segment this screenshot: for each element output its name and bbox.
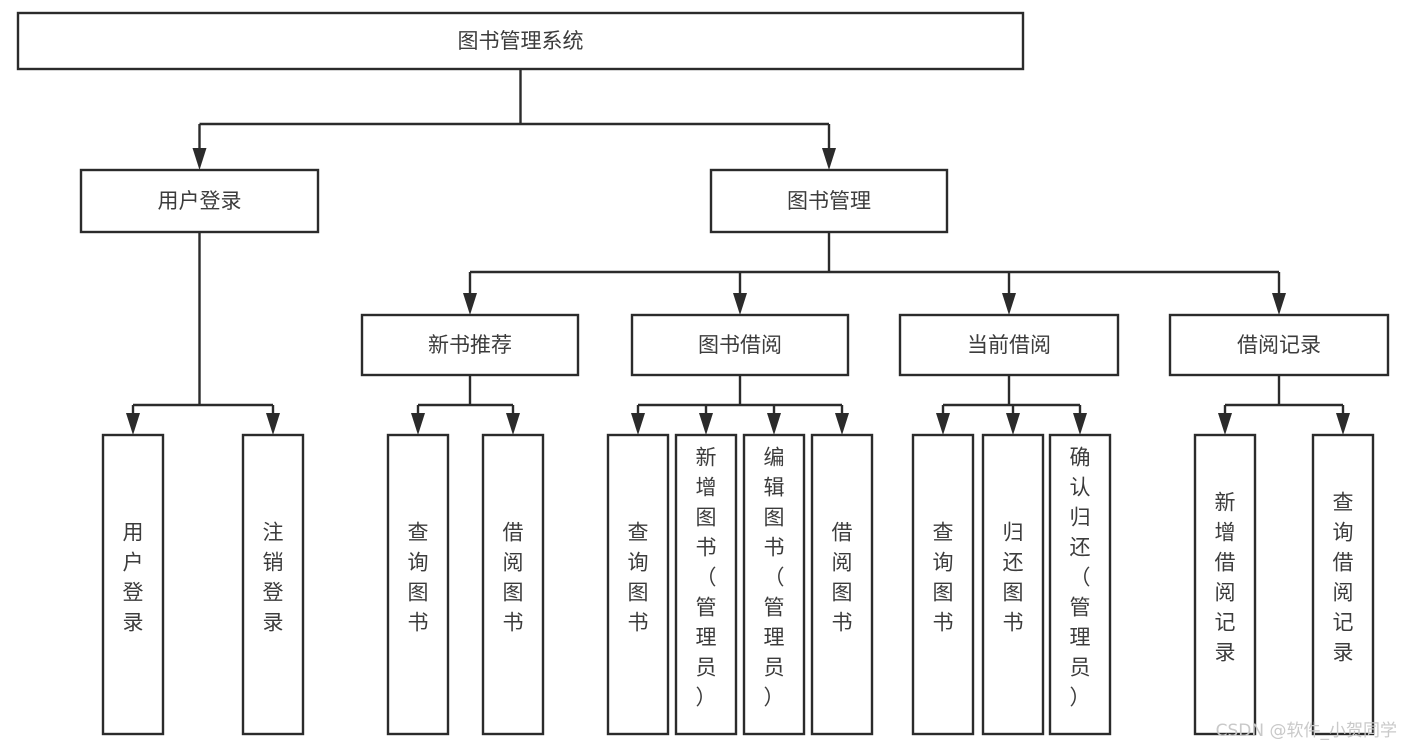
node-新增图书管理员-box[interactable]: [674, 433, 738, 736]
arrow-head-icon: [1073, 413, 1087, 435]
arrow-head-icon: [192, 148, 207, 170]
node-查询图书[interactable]: 查询图书: [911, 433, 975, 736]
node-借阅记录[interactable]: 借阅记录: [1168, 313, 1390, 377]
arrow-head-icon: [266, 413, 280, 435]
node-图书借阅-box[interactable]: [630, 313, 850, 377]
arrow-head-icon: [1006, 413, 1020, 435]
node-借阅记录-box[interactable]: [1168, 313, 1390, 377]
node-查询图书-box[interactable]: [386, 433, 450, 736]
node-新增借阅记录[interactable]: 新增借阅记录: [1193, 433, 1257, 736]
node-用户登录-box[interactable]: [79, 168, 320, 234]
node-确认归还管理员-label: 确认归还（管理员）: [1070, 446, 1091, 710]
node-确认归还管理员[interactable]: 确认归还（管理员）: [1048, 433, 1112, 736]
node-新书推荐[interactable]: 新书推荐: [360, 313, 580, 377]
node-查询借阅记录-label: 查询借阅记录: [1333, 491, 1354, 665]
node-借阅图书[interactable]: 借阅图书: [481, 433, 545, 736]
node-查询图书-label: 查询图书: [408, 521, 429, 635]
arrow-head-icon: [463, 293, 477, 315]
node-新增借阅记录-label: 新增借阅记录: [1215, 491, 1236, 665]
arrow-head-icon: [506, 413, 520, 435]
node-借阅记录-label: 借阅记录: [1237, 333, 1321, 357]
node-用户登录-label: 用户登录: [123, 521, 144, 635]
node-查询图书[interactable]: 查询图书: [606, 433, 670, 736]
node-图书管理-box[interactable]: [709, 168, 949, 234]
node-用户登录[interactable]: 用户登录: [101, 433, 165, 736]
arrow-head-icon: [126, 413, 140, 435]
node-用户登录-box[interactable]: [101, 433, 165, 736]
node-注销登录-label: 注销登录: [263, 521, 284, 635]
arrow-head-icon: [1336, 413, 1350, 435]
arrow-head-icon: [1218, 413, 1232, 435]
node-查询借阅记录-box[interactable]: [1311, 433, 1375, 736]
node-归还图书-label: 归还图书: [1003, 521, 1024, 635]
node-用户登录-label: 用户登录: [158, 189, 242, 213]
node-用户登录[interactable]: 用户登录: [79, 168, 320, 234]
node-新增图书管理员[interactable]: 新增图书（管理员）: [674, 433, 738, 736]
node-查询图书-label: 查询图书: [933, 521, 954, 635]
arrow-head-icon: [822, 148, 836, 170]
node-归还图书-box[interactable]: [981, 433, 1045, 736]
node-新增图书管理员-label: 新增图书（管理员）: [696, 446, 717, 710]
node-查询借阅记录[interactable]: 查询借阅记录: [1311, 433, 1375, 736]
node-图书管理系统[interactable]: 图书管理系统: [16, 11, 1025, 71]
connectors-layer: [126, 69, 1350, 435]
arrow-head-icon: [733, 293, 747, 315]
node-借阅图书-label: 借阅图书: [503, 521, 524, 635]
node-查询图书-box[interactable]: [911, 433, 975, 736]
node-新增借阅记录-box[interactable]: [1193, 433, 1257, 736]
node-图书管理系统-box[interactable]: [16, 11, 1025, 71]
node-查询图书-box[interactable]: [606, 433, 670, 736]
node-注销登录-box[interactable]: [241, 433, 305, 736]
node-借阅图书-box[interactable]: [810, 433, 874, 736]
node-查询图书[interactable]: 查询图书: [386, 433, 450, 736]
node-编辑图书管理员-label: 编辑图书（管理员）: [764, 446, 785, 710]
arrow-head-icon: [1002, 293, 1016, 315]
node-新书推荐-label: 新书推荐: [428, 333, 512, 357]
node-图书管理[interactable]: 图书管理: [709, 168, 949, 234]
arrow-head-icon: [1272, 293, 1286, 315]
nodes-layer: 图书管理系统用户登录图书管理新书推荐图书借阅当前借阅借阅记录用户登录注销登录查询…: [16, 11, 1390, 736]
node-编辑图书管理员[interactable]: 编辑图书（管理员）: [742, 433, 806, 736]
node-图书管理系统-label: 图书管理系统: [458, 29, 584, 53]
arrow-head-icon: [411, 413, 425, 435]
node-当前借阅-label: 当前借阅: [967, 333, 1051, 357]
node-借阅图书-label: 借阅图书: [832, 521, 853, 635]
arrow-head-icon: [767, 413, 781, 435]
node-确认归还管理员-box[interactable]: [1048, 433, 1112, 736]
arrow-head-icon: [699, 413, 713, 435]
node-编辑图书管理员-box[interactable]: [742, 433, 806, 736]
node-归还图书[interactable]: 归还图书: [981, 433, 1045, 736]
node-查询图书-label: 查询图书: [628, 521, 649, 635]
arrow-head-icon: [631, 413, 645, 435]
arrow-head-icon: [936, 413, 950, 435]
arrow-head-icon: [835, 413, 849, 435]
node-图书借阅-label: 图书借阅: [698, 333, 782, 357]
node-借阅图书-box[interactable]: [481, 433, 545, 736]
node-借阅图书[interactable]: 借阅图书: [810, 433, 874, 736]
node-新书推荐-box[interactable]: [360, 313, 580, 377]
node-注销登录[interactable]: 注销登录: [241, 433, 305, 736]
node-图书管理-label: 图书管理: [787, 189, 871, 213]
node-当前借阅-box[interactable]: [898, 313, 1120, 377]
node-当前借阅[interactable]: 当前借阅: [898, 313, 1120, 377]
node-图书借阅[interactable]: 图书借阅: [630, 313, 850, 377]
